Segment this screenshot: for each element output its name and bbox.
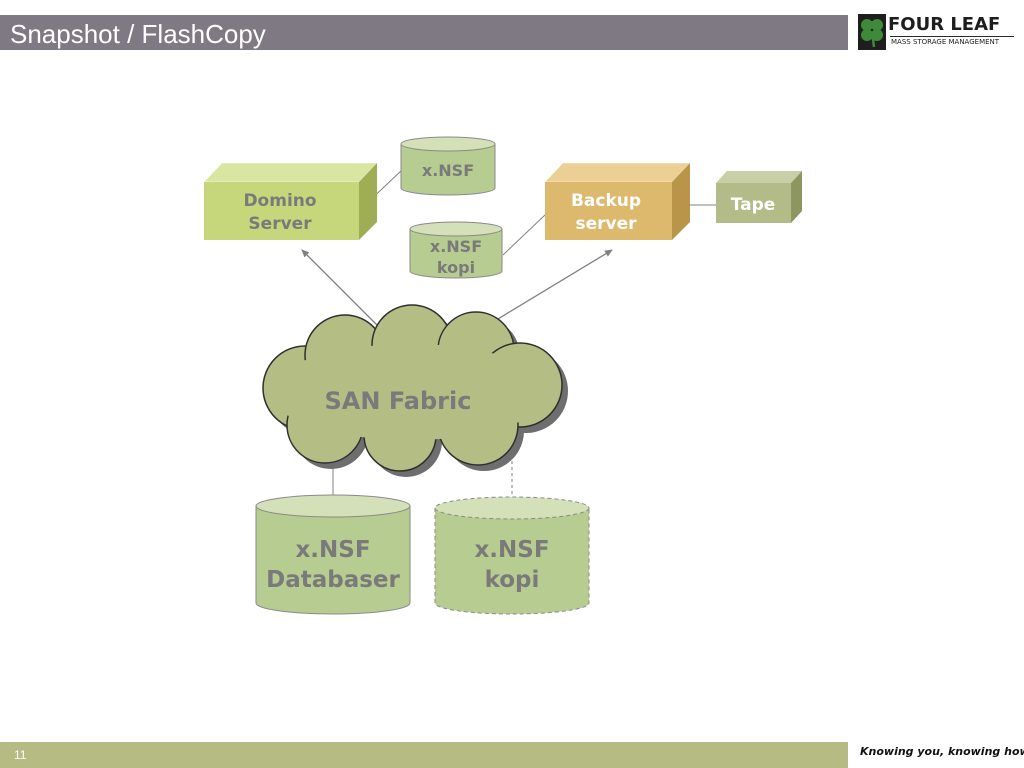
slide-title: Snapshot / FlashCopy bbox=[10, 19, 266, 49]
database-copy-cylinder: x.NSF kopi bbox=[434, 496, 590, 615]
backup-server-label-2: server bbox=[575, 214, 637, 234]
logo-name: FOUR LEAF bbox=[888, 14, 1001, 35]
clover-icon bbox=[858, 14, 886, 50]
domino-server-label-1: Domino bbox=[243, 191, 316, 211]
database-label-2: Databaser bbox=[266, 567, 400, 593]
domino-server-label-2: Server bbox=[248, 214, 312, 234]
arrow-domino-san bbox=[301, 249, 390, 338]
nsf-copy-label-1: x.NSF bbox=[430, 237, 482, 256]
database-cylinder: x.NSF Databaser bbox=[255, 494, 411, 615]
tape-label: Tape bbox=[731, 195, 776, 215]
san-fabric-label: SAN Fabric bbox=[325, 387, 472, 415]
database-label-1: x.NSF bbox=[295, 537, 370, 563]
title-bar: Snapshot / FlashCopy bbox=[0, 15, 848, 50]
database-copy-label-2: kopi bbox=[485, 567, 540, 593]
arrow-backup-san bbox=[480, 249, 613, 332]
nsf-cylinder: x.NSF bbox=[400, 136, 496, 196]
four-leaf-logo: FOUR LEAF MASS STORAGE MANAGEMENT bbox=[858, 14, 1018, 52]
logo-tagline: MASS STORAGE MANAGEMENT bbox=[891, 38, 1000, 46]
backup-server-box: Backup server bbox=[544, 162, 691, 240]
page-number: 11 bbox=[14, 748, 27, 762]
footer-bar: 11 bbox=[0, 742, 848, 768]
tape-box: Tape bbox=[716, 171, 802, 223]
backup-server-label-1: Backup bbox=[571, 191, 641, 211]
san-fabric-cloud: SAN Fabric bbox=[262, 304, 568, 477]
nsf-copy-label-2: kopi bbox=[437, 258, 475, 277]
database-copy-label-1: x.NSF bbox=[474, 537, 549, 563]
logo-divider bbox=[890, 36, 1014, 37]
nsf-copy-cylinder: x.NSF kopi bbox=[409, 221, 503, 279]
nsf-cylinder-label: x.NSF bbox=[422, 161, 474, 180]
footer-slogan: Knowing you, knowing how bbox=[860, 745, 1024, 758]
line-backup-nsfcopy bbox=[502, 214, 546, 256]
domino-server-box: Domino Server bbox=[203, 162, 378, 240]
